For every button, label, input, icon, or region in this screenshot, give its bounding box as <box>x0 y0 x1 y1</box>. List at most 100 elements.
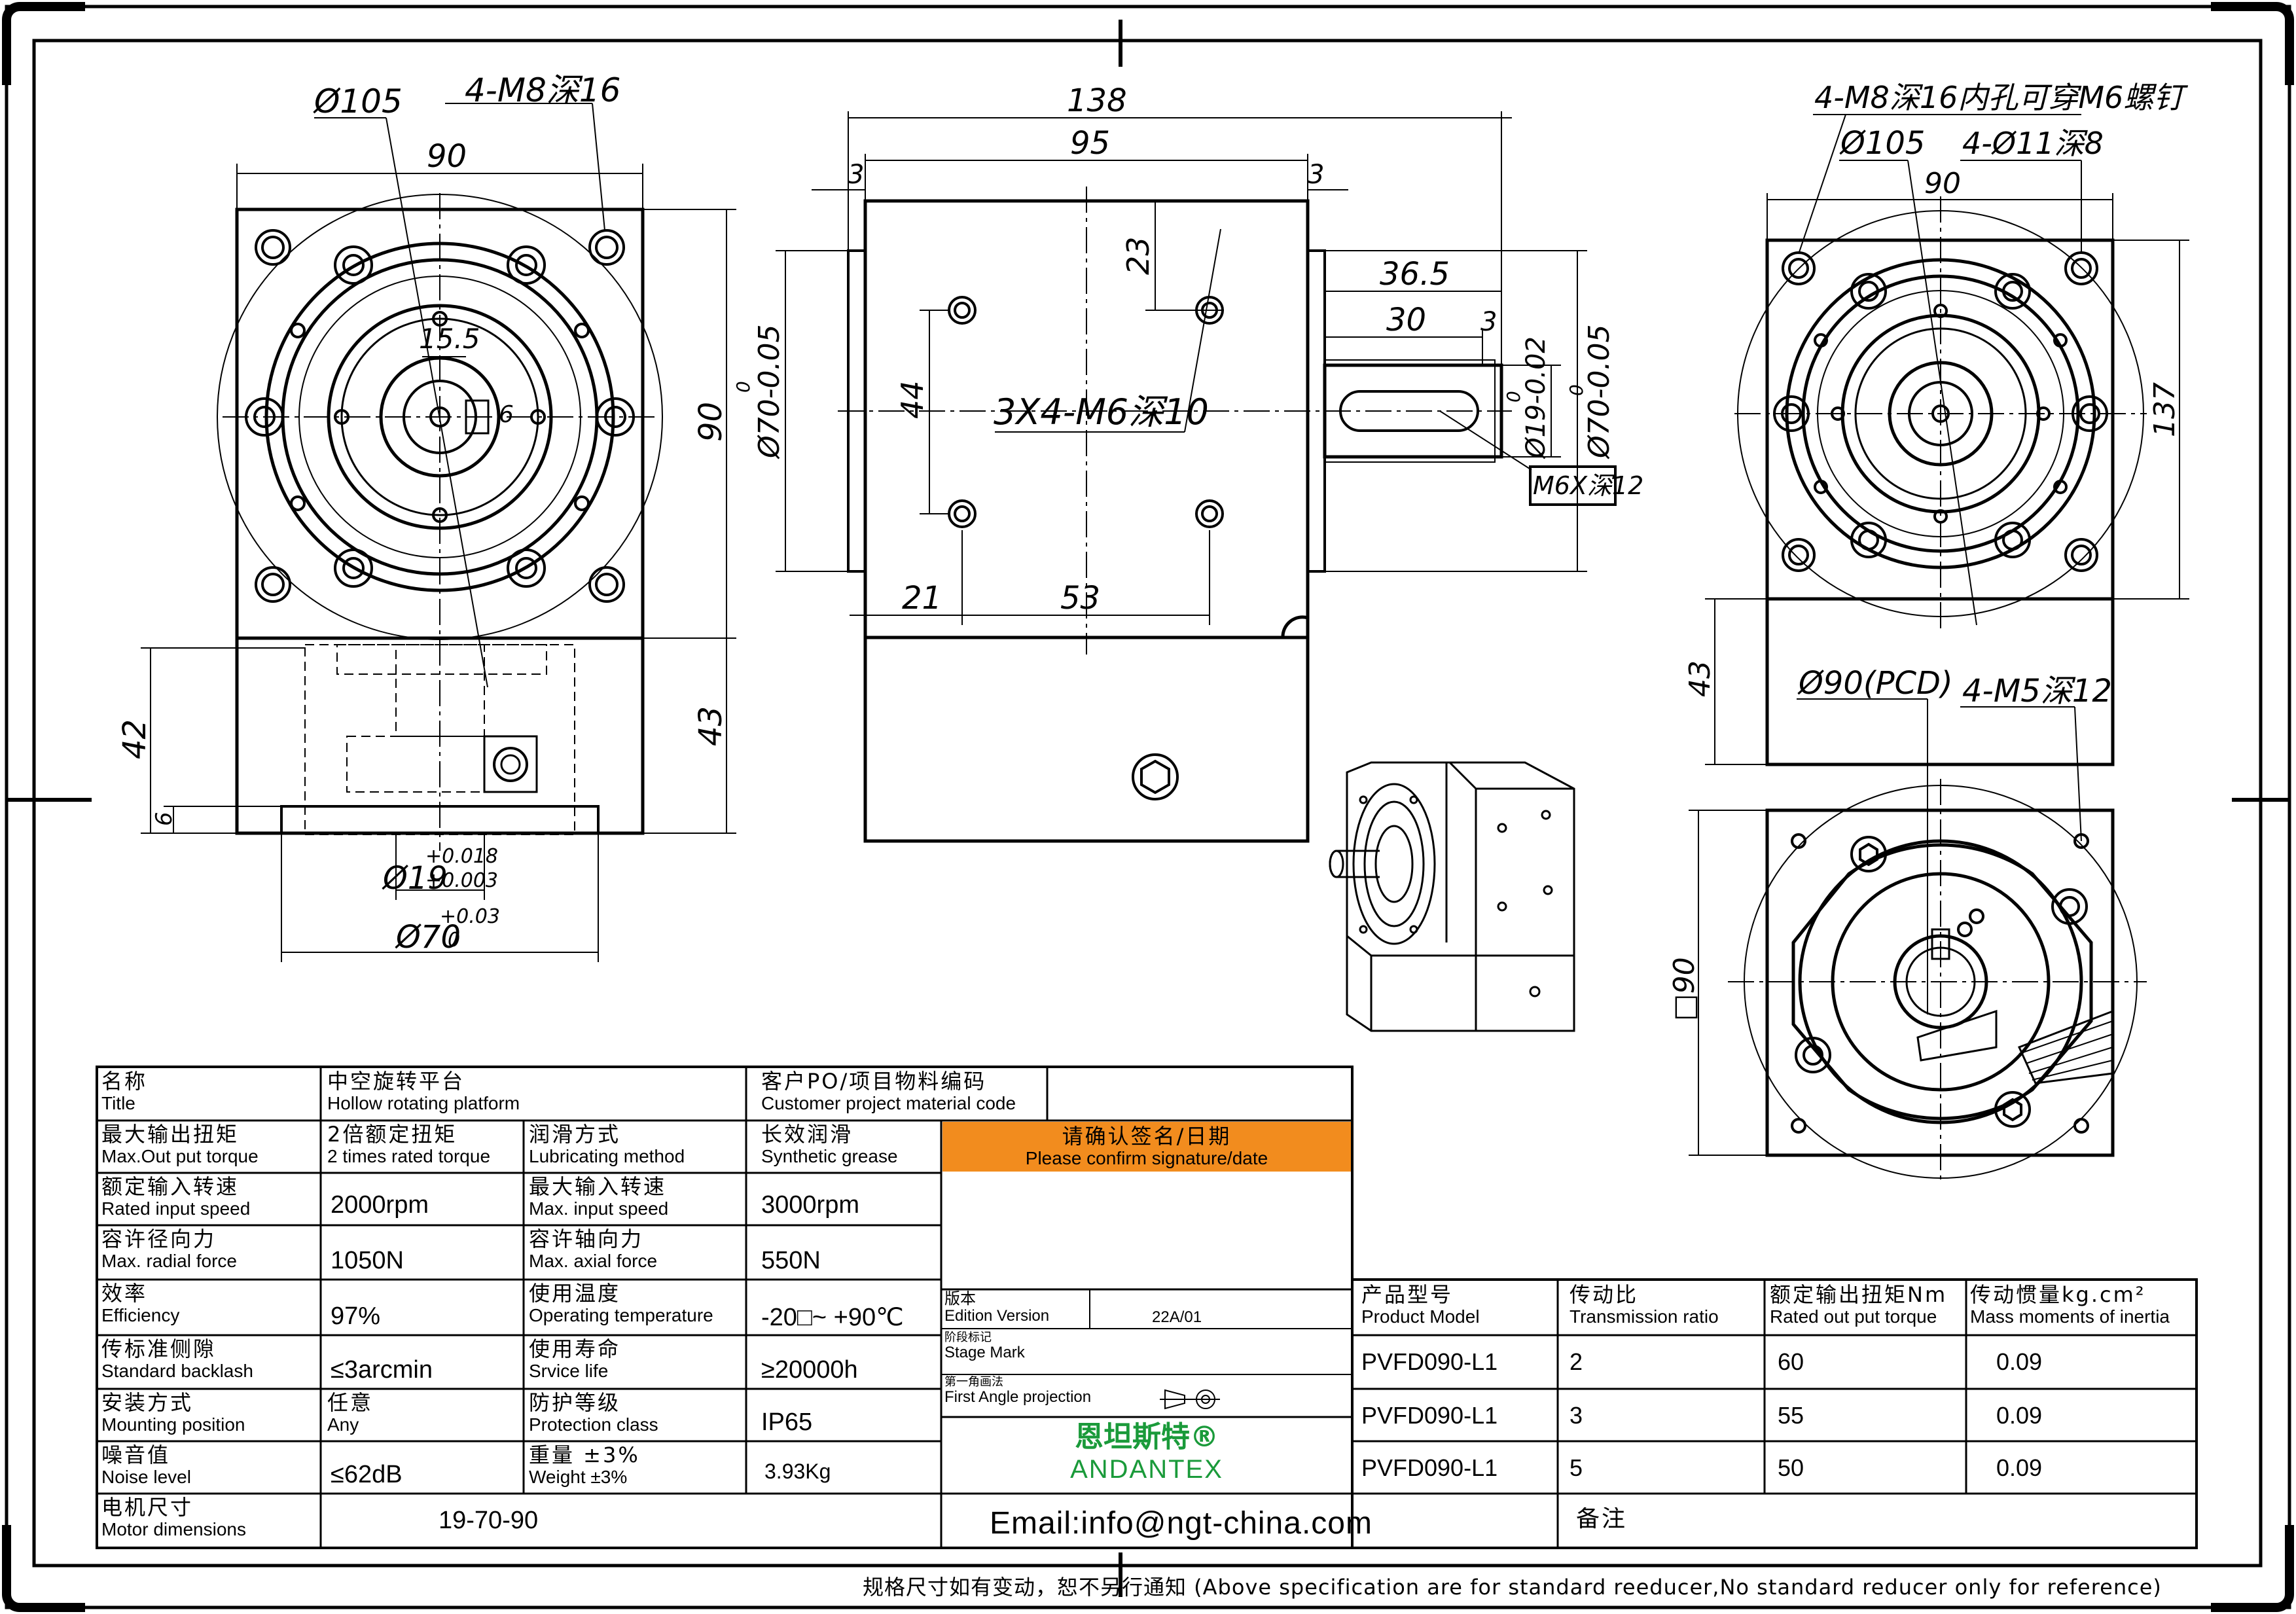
axial-label-cell: 容许轴向力 Max. axial force <box>529 1227 745 1272</box>
protection-en: Protection class <box>529 1414 658 1435</box>
noise-value: ≤62dB <box>331 1461 403 1488</box>
dim-w21: 21 <box>902 580 942 617</box>
temperature-en: Operating temperature <box>529 1305 713 1325</box>
noise-label-cell: 噪音值 Noise level <box>101 1443 317 1488</box>
title-value-cell: 中空旋转平台 Hollow rotating platform <box>327 1069 740 1114</box>
dim-d70-right-sup: 0 <box>1566 384 1587 396</box>
dim-w15-5: 15.5 <box>419 323 480 355</box>
model-cell-torque: 55 <box>1778 1402 1804 1429</box>
dim-holes-top: 4-M8深16 <box>465 71 620 109</box>
dim-w90: 90 <box>427 138 467 175</box>
title-value-cn: 中空旋转平台 <box>327 1069 465 1094</box>
rated-speed-cn: 额定输入转速 <box>101 1175 240 1199</box>
title-label-cell: 名称 Title <box>101 1069 317 1114</box>
dim-w3-left: 3 <box>848 160 864 190</box>
lube-cn: 润滑方式 <box>529 1122 621 1147</box>
max-speed-value: 3000rpm <box>761 1191 859 1219</box>
mounting-value-en: Any <box>327 1414 359 1435</box>
projection-en: First Angle projection <box>944 1388 1092 1406</box>
axial-value: 550N <box>761 1247 821 1274</box>
model-header-cn: 额定输出扭矩Nm <box>1770 1283 1948 1307</box>
torque-cn: 最大输出扭矩 <box>101 1122 240 1147</box>
dim-right-d105: Ø105 <box>1839 125 1925 162</box>
max-speed-cn: 最大输入转速 <box>529 1175 667 1199</box>
dim-right-h43: 43 <box>1683 660 1717 697</box>
side-view <box>776 111 1617 843</box>
dim-d105: Ø105 <box>313 82 403 120</box>
edition-label-cell: 版本 Edition Version <box>944 1291 1088 1325</box>
life-label-cell: 使用寿命 Srvice life <box>529 1337 745 1382</box>
dim-h137: 137 <box>2148 382 2181 437</box>
efficiency-value: 97% <box>331 1302 381 1330</box>
model-cell-ratio: 5 <box>1570 1454 1583 1481</box>
dim-m5: 4-M5深12 <box>1962 673 2112 709</box>
dim-holes-side: 3X4-M6深10 <box>994 391 1209 433</box>
motor-en: Motor dimensions <box>101 1519 246 1539</box>
customer-code-cell: 客户PO/项目物料编码 Customer project material co… <box>761 1069 1046 1114</box>
weight-cn: 重量 ±3% <box>529 1443 640 1467</box>
radial-value: 1050N <box>331 1247 404 1274</box>
rated-speed-en: Rated input speed <box>101 1198 251 1219</box>
torque-value-cn: 2倍额定扭矩 <box>327 1122 457 1147</box>
projection-cell: 第一角画法 First Angle projection <box>944 1376 1160 1406</box>
model-cell-model: PVFD090-L1 <box>1361 1454 1498 1481</box>
mounting-en: Mounting position <box>101 1414 245 1435</box>
model-cell-torque: 60 <box>1778 1348 1804 1375</box>
dim-d70-tol-hi: +0.03 <box>440 905 500 928</box>
dim-h44: 44 <box>895 380 930 419</box>
stage-cn: 阶段标记 <box>944 1331 992 1344</box>
noise-cn: 噪音值 <box>101 1443 171 1467</box>
dim-h23: 23 <box>1121 236 1156 275</box>
dim-h90: 90 <box>692 402 729 442</box>
torque-value-en: 2 times rated torque <box>327 1146 491 1166</box>
efficiency-cn: 效率 <box>101 1282 148 1306</box>
backlash-cn: 传标准侧隙 <box>101 1337 217 1361</box>
model-header-cn: 传动惯量kg.cm² <box>1970 1283 2146 1307</box>
motor-cn: 电机尺寸 <box>101 1496 194 1520</box>
model-cell-model: PVFD090-L1 <box>1361 1402 1498 1429</box>
protection-label-cell: 防护等级 Protection class <box>529 1391 745 1435</box>
title-value-en: Hollow rotating platform <box>327 1093 520 1113</box>
projection-cn: 第一角画法 <box>944 1376 1003 1389</box>
mounting-cn: 安装方式 <box>101 1391 194 1415</box>
rated-speed-label-cell: 额定输入转速 Rated input speed <box>101 1175 317 1219</box>
radial-en: Max. radial force <box>101 1251 237 1271</box>
stage-mark-cell: 阶段标记 Stage Mark <box>944 1331 1141 1361</box>
temperature-label-cell: 使用温度 Operating temperature <box>529 1282 745 1326</box>
max-speed-en: Max. input speed <box>529 1198 669 1219</box>
lube-en: Lubricating method <box>529 1146 685 1166</box>
dim-w53: 53 <box>1060 580 1100 617</box>
dim-pcd: Ø90(PCD) <box>1797 665 1953 702</box>
model-header-en: Transmission ratio <box>1570 1306 1719 1327</box>
right-bottom-view <box>1689 779 2147 1185</box>
right-top-view <box>1705 114 2189 1014</box>
right-top-labels: 4-M8深16内孔可穿M6螺钉 Ø105 4-Ø11深8 90 137 43 Ø… <box>1683 80 2188 709</box>
dim-d70-right: Ø70-0.05 <box>1583 325 1616 459</box>
dim-holes-11: 4-Ø11深8 <box>1962 126 2104 161</box>
title-cn: 名称 <box>101 1069 148 1094</box>
protection-cn: 防护等级 <box>529 1391 621 1415</box>
lube-label-cell: 润滑方式 Lubricating method <box>529 1122 745 1167</box>
dim-w3-right: 3 <box>1308 160 1324 190</box>
dim-key: M6X深12 <box>1533 471 1643 500</box>
dim-d70-tol-lo: 0 <box>448 929 460 952</box>
model-cell-torque: 50 <box>1778 1454 1804 1481</box>
model-cell-model: PVFD090-L1 <box>1361 1348 1498 1375</box>
footer-note: 规格尺寸如有变动，恕不另行通知 (Above specification are… <box>863 1575 2162 1600</box>
model-cell-ratio: 3 <box>1570 1402 1583 1429</box>
mounting-label-cell: 安装方式 Mounting position <box>101 1391 317 1435</box>
life-en: Srvice life <box>529 1361 609 1381</box>
temperature-value: -20□~ +90℃ <box>761 1304 904 1331</box>
mounting-value-cell: 任意 Any <box>327 1391 524 1435</box>
front-view-labels: Ø105 4-M8深16 90 15.5 6 90 43 42 6 Ø19 +0… <box>117 71 729 956</box>
torque-label-cell: 最大输出扭矩 Max.Out put torque <box>101 1122 317 1167</box>
noise-en: Noise level <box>101 1467 191 1487</box>
logo-en: ANDANTEX <box>1070 1455 1223 1484</box>
dim-d19: Ø19 <box>382 860 448 897</box>
backlash-en: Standard backlash <box>101 1361 253 1381</box>
dim-d70-left: Ø70-0.05 <box>753 325 786 459</box>
